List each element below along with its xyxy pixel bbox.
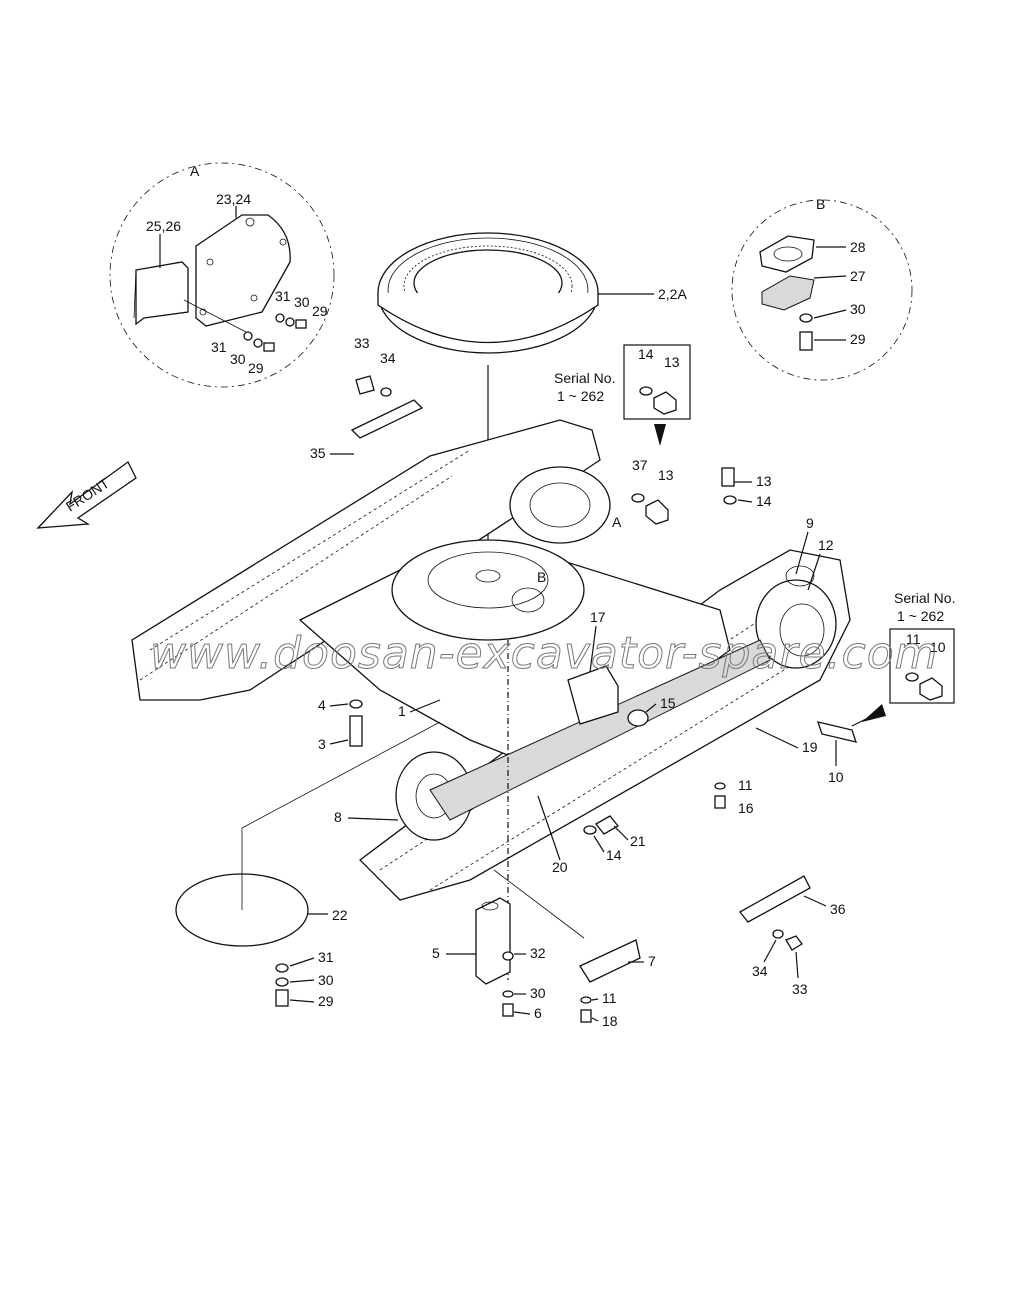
serial-right-line1: Serial No. [894,590,955,606]
joint-5 [475,897,511,985]
callout-7: 7 [648,953,656,969]
callout-37: 37 [632,457,648,473]
detail-a-label-6: 30 [230,351,246,367]
cover-plate-23-24 [195,214,291,327]
callout-9: 9 [806,515,814,531]
callout-3: 3 [318,736,326,752]
serial-top-label-1: 13 [664,354,680,370]
callout-4: 4 [318,697,326,713]
callout-labels: 33 34 35 37 13 13 14 9 12 17 15 4 3 1 19… [289,335,846,1029]
front-arrow: FRONT [36,461,137,529]
callout-11b: 11 [602,990,617,1006]
cover-plate-25-26 [135,261,189,326]
callout-36: 36 [830,901,846,917]
callout-12: 12 [818,537,834,553]
guard-7 [579,939,641,983]
callout-5: 5 [432,945,440,961]
washer-30 [799,313,813,323]
callout-20: 20 [552,859,568,875]
swing-bearing-label: 2,2A [658,286,687,302]
serial-top-label-0: 14 [638,346,654,362]
detail-a-label-4: 29 [312,303,328,319]
callout-33a: 33 [354,335,370,351]
callout-34a: 34 [380,350,396,366]
callout-31: 31 [318,949,334,965]
bracket-36 [739,875,811,923]
detail-a-letter: A [190,163,200,179]
swing-bearing-2-2a: 2,2A [377,232,687,560]
detail-a-label-7: 29 [248,360,264,376]
callout-30b: 30 [530,985,546,1001]
serial-right-line2: 1 ~ 262 [897,608,944,624]
callout-13a: 13 [658,467,674,483]
detail-a-label-2: 31 [275,288,291,304]
callout-17: 17 [590,609,606,625]
detail-b-label-3: 29 [850,331,866,347]
callout-35: 35 [310,445,326,461]
detail-b-letter: B [816,196,825,212]
detail-a: A 25,26 23,24 31 30 29 31 30 29 [109,162,335,388]
detail-a-label-5: 31 [211,339,227,355]
callout-11a: 11 [738,777,753,793]
callout-19: 19 [802,739,818,755]
inline-ref-a: A [612,514,622,530]
callout-15: 15 [660,695,676,711]
detail-a-label-3: 30 [294,294,310,310]
serial-right-label-1: 10 [930,639,946,655]
serial-top-box [623,344,691,420]
inline-ref-b: B [537,569,546,585]
callout-21: 21 [630,833,646,849]
bolt-29 [799,331,813,351]
callout-16: 16 [738,800,754,816]
serial-top-line2: 1 ~ 262 [557,388,604,404]
callout-14b: 14 [606,847,622,863]
detail-b-label-2: 30 [850,301,866,317]
callout-8: 8 [334,809,342,825]
motor-17 [567,665,619,725]
callout-18: 18 [602,1013,618,1029]
serial-top-line1: Serial No. [554,370,615,386]
detail-b-label-1: 27 [850,268,866,284]
callout-1: 1 [398,703,406,719]
callout-29: 29 [318,993,334,1009]
detail-a-label-1: 23,24 [216,191,251,207]
callout-22: 22 [332,907,348,923]
detail-b: B 28 27 30 29 [731,196,913,381]
plate-27 [761,275,815,311]
callout-14a: 14 [756,493,772,509]
serial-note-right: Serial No. 1 ~ 262 11 10 [851,590,955,727]
callout-34b: 34 [752,963,768,979]
bracket-35 [350,399,424,439]
callout-13b: 13 [756,473,772,489]
lower-track-frame: B A [131,419,851,980]
callout-30a: 30 [318,972,334,988]
serial-right-label-0: 11 [906,631,921,647]
detail-b-ring-ref [511,587,545,613]
callout-10: 10 [828,769,844,785]
loose-parts [175,375,857,1023]
gasket-28 [759,235,815,273]
serial-right-box [889,628,955,704]
detail-a-label-0: 25,26 [146,218,181,234]
callout-6: 6 [534,1005,542,1021]
callout-33b: 33 [792,981,808,997]
serial-note-top: Serial No. 1 ~ 262 14 13 [554,344,691,446]
callout-32: 32 [530,945,546,961]
detail-b-label-0: 28 [850,239,866,255]
watermark: www.doosan-excavator-spare.com [150,628,938,679]
